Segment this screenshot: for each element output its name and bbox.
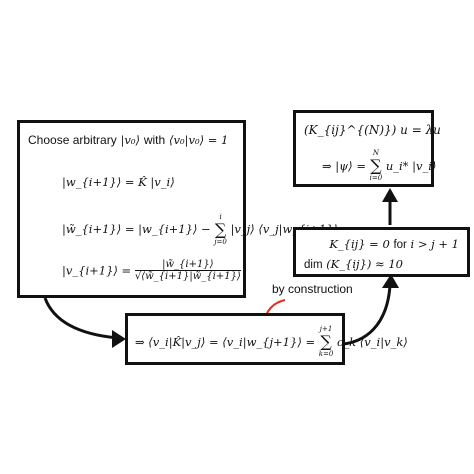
fraction-numerator: |w̃_{i+1}⟩ (134, 259, 241, 271)
tridiagonal-box: K_{ij} = 0 for i > j + 1 dim (K_{ij}) ≈ … (293, 227, 470, 277)
index-condition: i > j + 1 (410, 237, 459, 251)
eigenvalue-equation: (K_{ij}^{(N)}) u = λu (304, 123, 441, 137)
tridiagonal-condition: K_{ij} = 0 for i > j + 1 (329, 237, 459, 251)
equation-w: |w_{i+1}⟩ = K̂ |v_i⟩ (62, 175, 175, 189)
fraction-denominator: √⟨w̃_{i+1}|w̃_{i+1}⟩ (134, 271, 241, 282)
equation-v-next-lhs: |v_{i+1}⟩ = (62, 263, 132, 278)
sum-operator: N ∑ i=0 (369, 149, 383, 182)
sum-lower-limit: i=0 (369, 174, 383, 182)
initial-condition-line: Choose arbitrary |v₀⟩ with ⟨v₀|v₀⟩ = 1 (28, 133, 228, 147)
sum-lower-limit: k=0 (318, 350, 334, 358)
sum-upper-limit: j+1 (319, 325, 333, 333)
arrow-head-box2 (112, 330, 126, 348)
arrow-head-box4 (382, 188, 398, 202)
equation-w-tilde-lhs: |w̃_{i+1}⟩ = |w_{i+1}⟩ − (62, 222, 211, 236)
dimension-line: dim (K_{ij}) ≈ 10 (304, 257, 403, 271)
with-text: with (143, 133, 166, 147)
arrow-box1-to-box2 (43, 297, 119, 340)
initial-vector: |v₀⟩ (120, 133, 141, 147)
sum-operator: i ∑ j=0 (214, 213, 227, 246)
equation-v-next: |v_{i+1}⟩ = |w̃_{i+1}⟩ √⟨w̃_{i+1}|w̃_{i+… (62, 259, 241, 282)
matrix-element-rhs: c_k ⟨v_i|v_k⟩ (336, 335, 408, 349)
matrix-element-box: ⇒ ⟨v_i|K̂|v_j⟩ = ⟨v_i|w_{j+1}⟩ = j+1 ∑ k… (125, 313, 408, 365)
eigenproblem-box: (K_{ij}^{(N)}) u = λu ⇒ |ψ⟩ = N ∑ i=0 u_… (293, 110, 441, 187)
for-text: for (393, 239, 407, 251)
lanczos-iteration-box: Choose arbitrary |v₀⟩ with ⟨v₀|v₀⟩ = 1 |… (17, 120, 338, 298)
dimension-estimate: (K_{ij}) ≈ 10 (326, 257, 403, 271)
fraction: |w̃_{i+1}⟩ √⟨w̃_{i+1}|w̃_{i+1}⟩ (134, 259, 241, 282)
sum-upper-limit: i (219, 213, 222, 221)
k-zero: K_{ij} = 0 (329, 237, 390, 251)
sum-lower-limit: j=0 (214, 238, 227, 246)
choose-text: Choose arbitrary (28, 133, 117, 147)
sum-operator: j+1 ∑ k=0 (318, 325, 334, 358)
dim-text: dim (304, 259, 323, 271)
matrix-element-lhs: ⇒ ⟨v_i|K̂|v_j⟩ = ⟨v_i|w_{j+1}⟩ = (135, 335, 316, 349)
normalization-condition: ⟨v₀|v₀⟩ = 1 (169, 133, 229, 147)
sum-upper-limit: N (372, 149, 379, 157)
by-construction-label: by construction (272, 282, 353, 296)
wavefunction-equation: ⇒ |ψ⟩ = N ∑ i=0 u_i* |v_i⟩ (322, 149, 436, 183)
wavefunction-rhs: u_i* |v_i⟩ (385, 159, 437, 173)
wavefunction-lhs: ⇒ |ψ⟩ = (322, 159, 366, 173)
matrix-element-equation: ⇒ ⟨v_i|K̂|v_j⟩ = ⟨v_i|w_{j+1}⟩ = j+1 ∑ k… (135, 325, 408, 359)
